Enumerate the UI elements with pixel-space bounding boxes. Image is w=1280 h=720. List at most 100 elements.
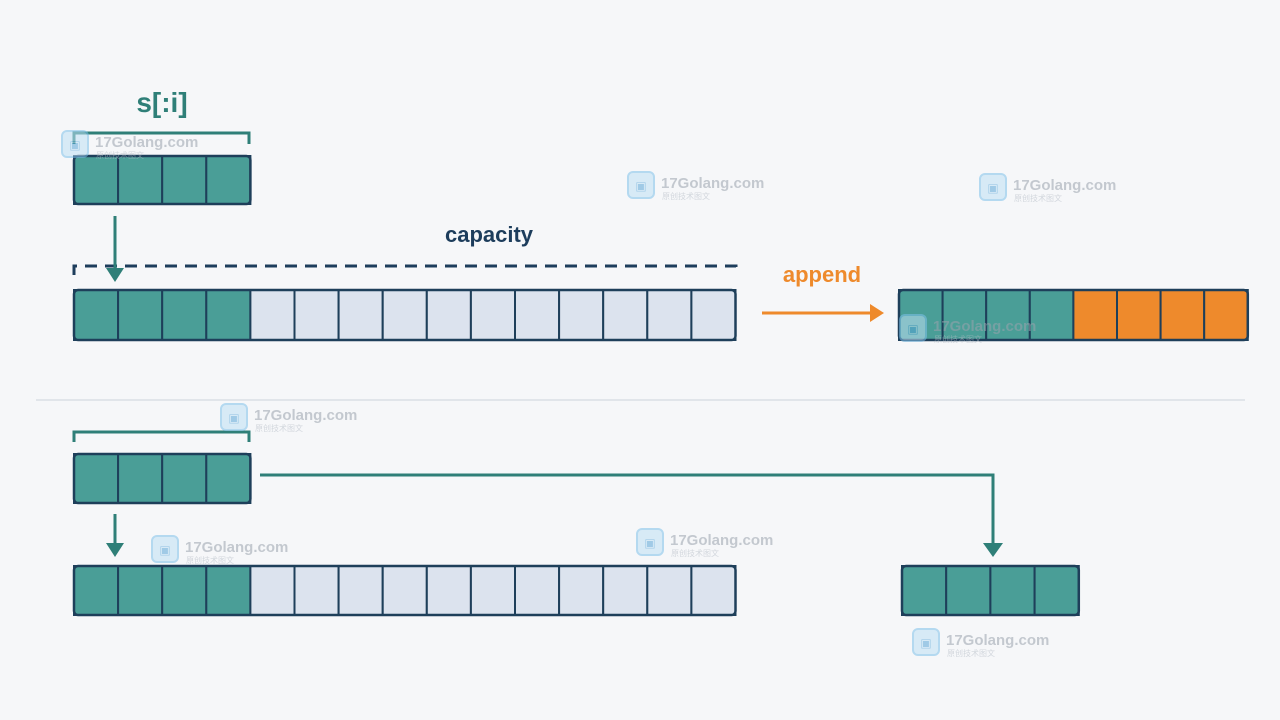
bottom-array-cell [514,565,561,616]
bottom-slice-cells [72,452,252,505]
slice-bracket-bottom [72,430,251,442]
slice-to-array-arrowhead-top [106,268,124,282]
bottom-slice-cell [161,453,208,504]
top-array-cell [293,289,340,341]
watermark-subtext: 原创技术图文 [662,191,710,201]
bottom-array-cell [602,565,649,616]
watermark-text: 17Golang.com [254,407,357,424]
top-slice-cells [72,154,252,206]
copy-cell [1033,565,1080,616]
copy-outline [900,564,1081,617]
watermark-logo-icon [220,403,248,431]
top-array-cell [381,289,428,341]
copy-cell [989,565,1036,616]
copy-connector [260,473,995,545]
watermark-logo-icon [636,528,664,556]
appended-cell [1203,289,1249,341]
watermark-logo-glyph: ▣ [920,636,931,650]
watermark-text: 17Golang.com [946,632,1049,649]
bottom-array-cell [381,565,428,616]
watermark-logo-glyph: ▣ [69,138,80,152]
bottom-array-cell [469,565,516,616]
watermark-subtext: 原创技术图文 [1014,193,1062,203]
top-slice-cell [205,155,252,205]
top-array-cell [117,289,164,341]
watermark-logo-glyph: ▣ [907,322,918,336]
bottom-slice-outline [72,452,252,505]
top-backing-array-cells [72,288,737,342]
watermark-logo-icon [61,130,89,158]
watermark-text: 17Golang.com [933,318,1036,335]
appended-cell [1116,289,1162,341]
appended-cell [1072,289,1119,341]
watermark-subtext: 原创技术图文 [671,548,719,558]
watermark-subtext: 原创技术图文 [96,150,144,160]
top-array-cell [205,289,252,341]
top-array-cell [337,289,384,341]
capacity-label: capacity [445,222,534,247]
watermark-logo-icon [899,314,927,342]
top-array-cell [161,289,208,341]
top-array-cell [514,289,561,341]
watermark-logo-glyph: ▣ [644,536,655,550]
bottom-array-cell [293,565,340,616]
watermark-text: 17Golang.com [185,539,288,556]
watermark-logo-icon [979,173,1007,201]
bottom-array-cell [337,565,384,616]
top-array-cell [73,289,120,341]
bottom-array-cell [117,565,164,616]
top-slice-outline [72,154,252,206]
watermark-logo-glyph: ▣ [228,411,239,425]
top-array-cell [469,289,516,341]
bottom-array-outline [72,564,737,617]
watermark-text: 17Golang.com [661,175,764,192]
copied-slice-cells [900,564,1081,617]
copy-cell [945,565,992,616]
bottom-array-cell [73,565,120,616]
bottom-array-cell [205,565,252,616]
bottom-backing-array-cells [72,564,737,617]
watermark-text: 17Golang.com [95,134,198,151]
copy-cell [901,565,948,616]
watermark-logo-glyph: ▣ [159,543,170,557]
top-slice-cell [73,155,120,205]
capacity-bracket [72,264,738,275]
watermark-subtext: 原创技术图文 [947,648,995,658]
watermark-logo-icon [151,535,179,563]
bottom-array-cell [558,565,605,616]
watermark-logo-glyph: ▣ [635,179,646,193]
bottom-array-cell [425,565,472,616]
bottom-array-cell [161,565,208,616]
bottom-array-cell [690,565,737,616]
bottom-slice-cell [205,453,252,504]
append-arrowhead [870,304,884,322]
top-array-outline [72,288,737,342]
top-array-cell [249,289,296,341]
top-array-cell [558,289,605,341]
slice-to-array-arrowhead-bottom [106,543,124,557]
watermark-logo-icon [627,171,655,199]
watermark-subtext: 原创技术图文 [186,555,234,565]
top-slice-cell [117,155,164,205]
top-array-cell [646,289,693,341]
bottom-slice-cell [73,453,120,504]
append-label: append [783,262,861,287]
watermark-subtext: 原创技术图文 [934,334,982,344]
slice-label: s[:i] [136,87,187,118]
top-array-cell [602,289,649,341]
top-array-cell [690,289,737,341]
watermark-text: 17Golang.com [670,532,773,549]
appended-cell [1159,289,1206,341]
watermark-text: 17Golang.com [1013,177,1116,194]
watermark-subtext: 原创技术图文 [255,423,303,433]
